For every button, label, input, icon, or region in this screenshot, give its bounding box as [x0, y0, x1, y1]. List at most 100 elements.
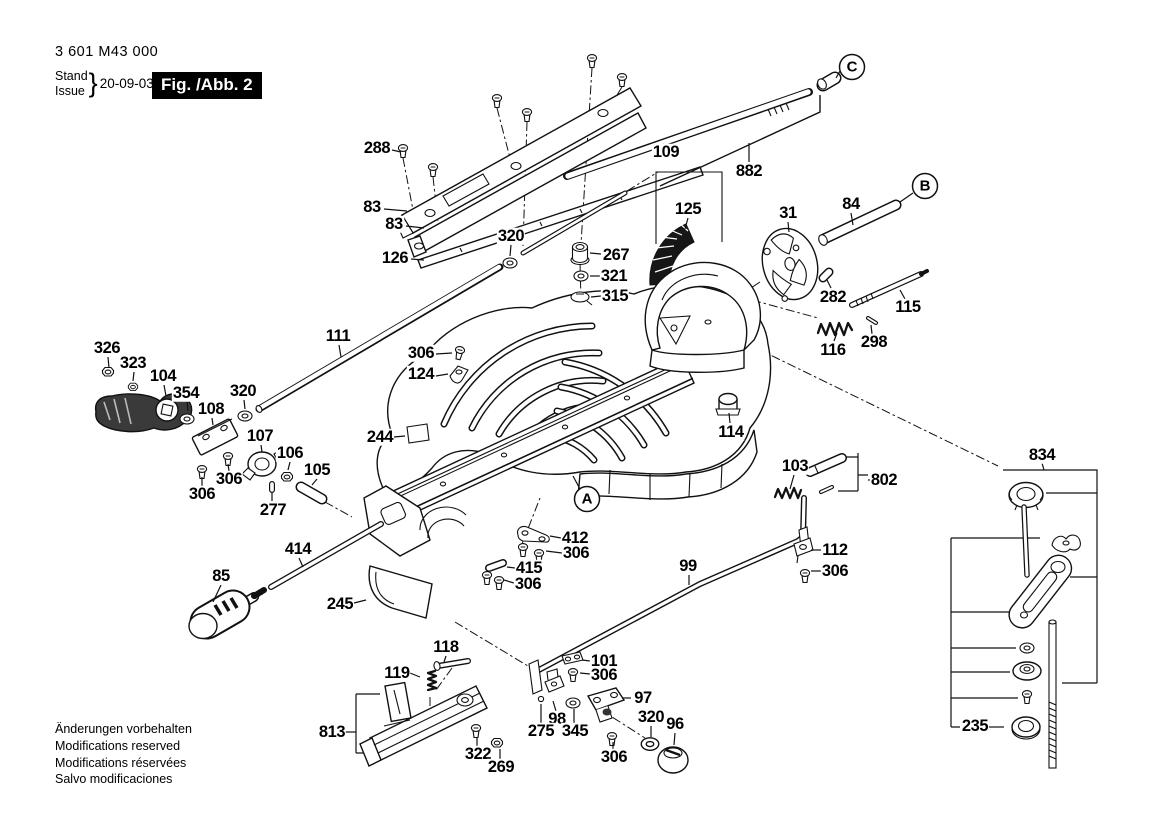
part-235-ring [1011, 716, 1041, 740]
leader-line [728, 412, 731, 424]
leader-line [212, 584, 222, 603]
part-label-31: 31 [778, 203, 798, 222]
part-label-320: 320 [228, 381, 258, 400]
part-label-124: 124 [406, 364, 436, 383]
leader-line [443, 655, 447, 663]
part-97-bracket [586, 687, 626, 723]
part-275-pin [537, 695, 545, 703]
ref-marker-circle-A [573, 485, 601, 513]
part-31-wheel [761, 227, 819, 302]
part-label-277: 277 [258, 500, 288, 519]
part-882-bushing [816, 71, 842, 92]
turntable-kerf-channel [375, 356, 695, 526]
part-label-112: 112 [821, 540, 849, 559]
issue-date: 20-09-03 [99, 76, 154, 91]
leader-line [899, 192, 914, 203]
part-108-block [191, 418, 239, 456]
part-label-103: 103 [780, 456, 810, 475]
part-834-washer-large [1012, 661, 1042, 681]
part-label-105: 105 [302, 460, 332, 479]
part-802-pin-set [805, 453, 868, 494]
leader-line [405, 225, 425, 229]
part-label-97: 97 [633, 688, 653, 707]
document-part-number: 3 601 M43 000 [55, 44, 159, 60]
part-label-126: 126 [380, 248, 410, 267]
leader-line [506, 566, 516, 569]
note-line: Modifications reserved [55, 738, 181, 753]
leader-line [870, 324, 873, 335]
part-label-125: 125 [673, 199, 703, 218]
part-label-282: 282 [818, 287, 848, 306]
issue-row: Stand Issue } 20-09-03 [55, 68, 158, 99]
leader-line [835, 70, 841, 79]
leader-line [581, 659, 591, 662]
part-label-306: 306 [561, 543, 591, 562]
issue-label: Issue [55, 83, 85, 98]
part-112-clip [793, 526, 814, 564]
part-834-wing-nut [1051, 534, 1081, 553]
part-label-322: 322 [463, 744, 493, 763]
part-label-306: 306 [820, 561, 850, 580]
part-label-235: 235 [960, 716, 990, 735]
ref-marker-letter-A: A [582, 491, 593, 508]
leader-line [132, 371, 135, 382]
part-label-109: 109 [651, 142, 681, 161]
part-label-320: 320 [636, 707, 666, 726]
part-116-spring [816, 321, 854, 337]
part-label-415: 415 [514, 558, 544, 577]
part-267-nut [570, 241, 590, 266]
part-label-298: 298 [859, 332, 889, 351]
part-414-rod [268, 521, 384, 590]
note-line: Salvo modificaciones [55, 772, 173, 787]
part-label-96: 96 [665, 714, 685, 733]
leader-line [227, 463, 230, 472]
part-label-834: 834 [1027, 445, 1057, 464]
part-label-106: 106 [275, 443, 305, 462]
leader-line [509, 244, 512, 257]
leader-line [410, 258, 425, 261]
part-label-83: 83 [384, 214, 404, 233]
brace-glyph: } [88, 68, 98, 98]
part-label-802: 802 [869, 470, 899, 489]
part-298-pin [866, 316, 878, 325]
part-label-412: 412 [560, 528, 590, 547]
part-label-118: 118 [432, 637, 460, 656]
part-label-269: 269 [486, 757, 516, 776]
part-label-315: 315 [600, 286, 630, 305]
part-label-306: 306 [406, 343, 436, 362]
leader-line [826, 279, 832, 289]
part-label-107: 107 [245, 426, 275, 445]
part-label-244: 244 [365, 427, 395, 446]
leader-line [383, 208, 408, 212]
note-line: Änderungen vorbehalten [55, 722, 192, 736]
part-label-99: 99 [678, 556, 698, 575]
part-245-plate [368, 565, 433, 619]
part-83-fence-plates [395, 87, 647, 258]
leader-line [589, 252, 602, 255]
part-98-bracket [544, 668, 565, 693]
part-115-shaft [849, 269, 929, 308]
leader-line [787, 221, 790, 233]
leader-line [393, 435, 406, 438]
leader-line [503, 579, 515, 584]
leader-line [899, 289, 906, 300]
leader-line [579, 672, 591, 675]
part-412-plate [517, 525, 550, 543]
title-block: 3 601 M43 000 Stand Issue } 20-09-03 [55, 44, 158, 99]
part-label-320: 320 [496, 226, 526, 245]
part-label-882: 882 [734, 161, 764, 180]
leader-line [409, 672, 421, 678]
part-label-813: 813 [317, 722, 347, 741]
leader-line [260, 444, 263, 453]
leader-line [549, 535, 562, 539]
part-124-clip [449, 365, 469, 384]
ref-marker-circle-C [838, 53, 866, 81]
figure-number-box: Fig. /Abb. 2 [152, 72, 262, 99]
part-101-clip [561, 651, 584, 665]
leader-line [163, 384, 167, 397]
part-104-lever [94, 393, 193, 433]
part-109-rod [563, 88, 813, 180]
leader-line [545, 550, 563, 554]
